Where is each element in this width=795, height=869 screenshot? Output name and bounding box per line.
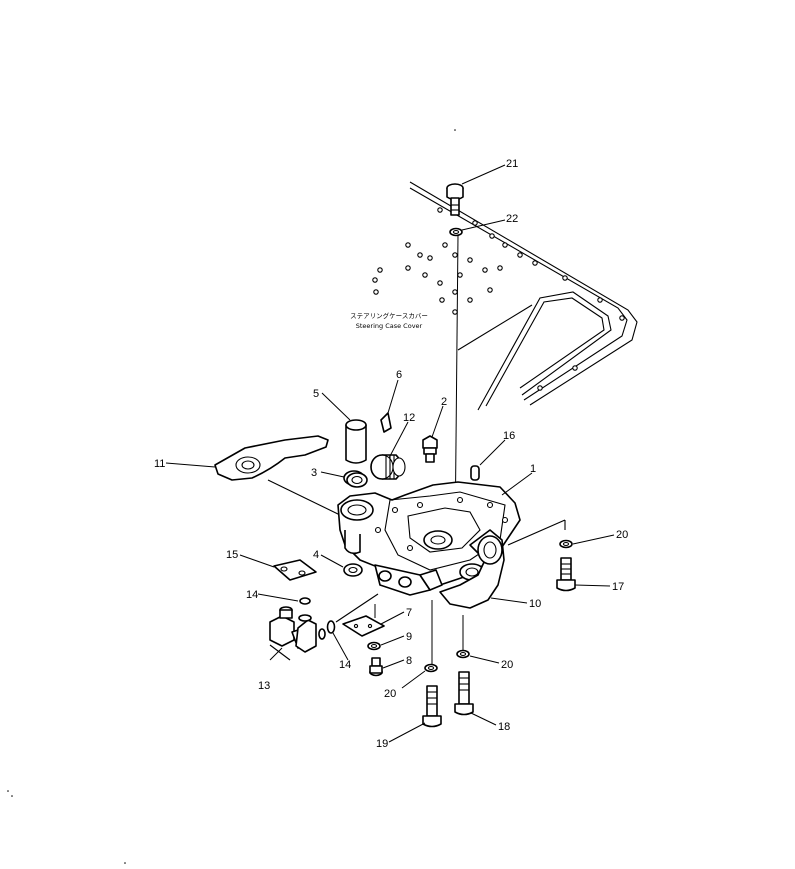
knuckle-10 [439, 519, 566, 609]
callout-16: 16 [503, 430, 515, 442]
o-ring-14-lower [326, 593, 379, 634]
callout-21: 21 [506, 158, 518, 170]
plate-7 [342, 604, 385, 637]
steering-case-cover [372, 181, 638, 411]
callout-11: 11 [154, 458, 165, 470]
elbow-fittings-13 [269, 606, 326, 661]
callout-6: 6 [396, 369, 402, 381]
o-ring-14-upper [299, 597, 311, 605]
key-6 [380, 412, 392, 433]
callout-5: 5 [313, 388, 319, 400]
gasket-plate-15 [273, 559, 317, 581]
callout-20-left: 20 [384, 688, 396, 700]
washer-20-upper [559, 539, 573, 549]
steering-case-body-1 [337, 481, 521, 596]
callout-9: 9 [406, 631, 412, 643]
callout-2: 2 [441, 396, 447, 408]
dowel-pin-16 [470, 465, 480, 481]
callout-7: 7 [406, 607, 412, 619]
caption-english: Steering Case Cover [356, 322, 423, 330]
callout-19: 19 [376, 738, 388, 750]
callout-14-lower: 14 [339, 659, 351, 671]
bolt-18 [454, 671, 474, 716]
callout-4: 4 [313, 549, 319, 561]
callout-17: 17 [612, 581, 624, 593]
callout-18: 18 [498, 721, 510, 733]
bearing-3 [343, 470, 368, 488]
bolt-19 [422, 685, 442, 728]
callout-20-upper: 20 [616, 529, 628, 541]
washer-22 [449, 227, 463, 237]
callout-20-right: 20 [501, 659, 513, 671]
washer-20-left [424, 663, 438, 673]
caption-japanese: ステアリングケースカバー [350, 311, 428, 320]
callout-1: 1 [530, 463, 536, 475]
scan-specks [7, 129, 456, 864]
bushing-12 [370, 454, 406, 480]
bearing-4 [343, 563, 363, 577]
bolt-21 [446, 183, 464, 216]
callout-14-upper: 14 [246, 589, 258, 601]
steering-arm-11 [214, 435, 341, 516]
bolt-17 [556, 557, 576, 592]
bolt-8 [369, 657, 383, 677]
callout-13: 13 [258, 680, 270, 692]
callout-22: 22 [506, 213, 518, 225]
washer-20-right [456, 649, 470, 659]
washer-9 [367, 641, 381, 651]
callout-8: 8 [406, 655, 412, 667]
grease-nipple-2 [422, 435, 438, 463]
callout-12: 12 [403, 412, 415, 424]
pin-5 [345, 419, 367, 464]
callout-3: 3 [311, 467, 317, 479]
callout-15: 15 [226, 549, 238, 561]
callout-10: 10 [529, 598, 541, 610]
callout-labels: 21 22 2 5 6 12 11 3 16 1 4 15 14 14 7 9 … [154, 158, 628, 750]
leader-lines [165, 164, 615, 743]
